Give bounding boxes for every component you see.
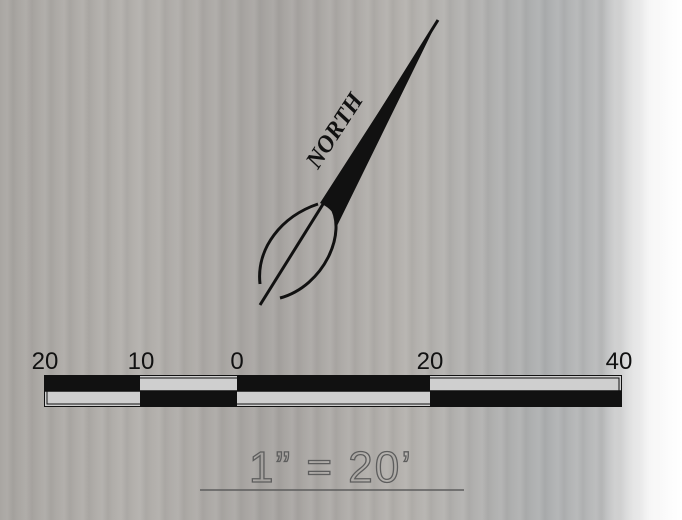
north-arrow-rear-arc-right (279, 204, 338, 300)
scale-segment-top-2 (140, 376, 237, 391)
north-arrow-wedge (320, 20, 438, 228)
scale-ratio-text: 1” = 20’ (249, 443, 413, 492)
scale-ratio: 1” = 20’ (200, 442, 464, 493)
scale-tick-label: 10 (128, 348, 155, 375)
scale-segment-bottom-1 (45, 391, 140, 406)
north-arrow-icon: NORTH (258, 19, 440, 306)
scale-segment-bottom-2 (140, 391, 237, 406)
north-arrow-rear-arc-left (258, 202, 319, 285)
scale-segment-top-1 (45, 376, 140, 391)
scale-tick-label: 40 (606, 348, 633, 375)
scale-segment-top-3 (237, 376, 430, 391)
scale-segment-top-4 (430, 376, 621, 391)
scale-segment-bottom-3 (237, 391, 430, 406)
graphic-scale-bar: 20 10 0 20 40 (32, 348, 633, 407)
scale-tick-label: 20 (417, 348, 444, 375)
scale-tick-label: 20 (32, 348, 59, 375)
scale-segment-bottom-4 (430, 391, 621, 406)
scale-tick-label: 0 (230, 348, 243, 375)
